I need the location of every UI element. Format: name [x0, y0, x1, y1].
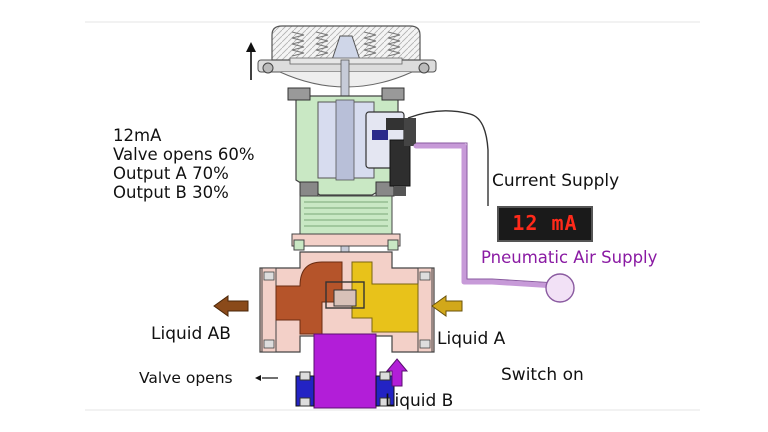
current-display-reading: 12 mA: [512, 211, 578, 235]
liquid-ab-arrow: [213, 295, 249, 317]
label-liquid-a: Liquid A: [437, 329, 506, 349]
info-output-a: Output A 70%: [113, 164, 229, 183]
label-valve-opens: Valve opens: [139, 369, 233, 387]
info-valve-opening: Valve opens 60%: [113, 145, 255, 164]
stem-up-arrow: [246, 42, 256, 80]
current-display: 12 mA: [497, 206, 593, 242]
bonnet: [291, 195, 401, 251]
liquid-b-arrow: [385, 358, 409, 387]
positioner: [365, 111, 416, 196]
liquid-ab-flow: [275, 261, 343, 335]
liquid-a-arrow: [431, 295, 463, 317]
current-signal-cable: [407, 110, 489, 206]
info-output-b: Output B 30%: [113, 183, 229, 202]
label-liquid-b: Liquid B: [385, 391, 454, 411]
label-liquid-ab: Liquid AB: [151, 324, 231, 344]
valve-plug: [325, 281, 365, 309]
info-current: 12mA: [113, 126, 162, 145]
label-pneumatic-air-supply: Pneumatic Air Supply: [481, 248, 658, 267]
liquid-a-flow: [351, 261, 419, 333]
air-supply-line: [413, 143, 559, 289]
label-current-supply: Current Supply: [492, 171, 620, 191]
label-switch-on: Switch on: [501, 365, 584, 385]
air-supply-tank: [545, 273, 575, 303]
valve-opens-arrow: [255, 375, 278, 381]
liquid-b-port: [295, 333, 395, 409]
